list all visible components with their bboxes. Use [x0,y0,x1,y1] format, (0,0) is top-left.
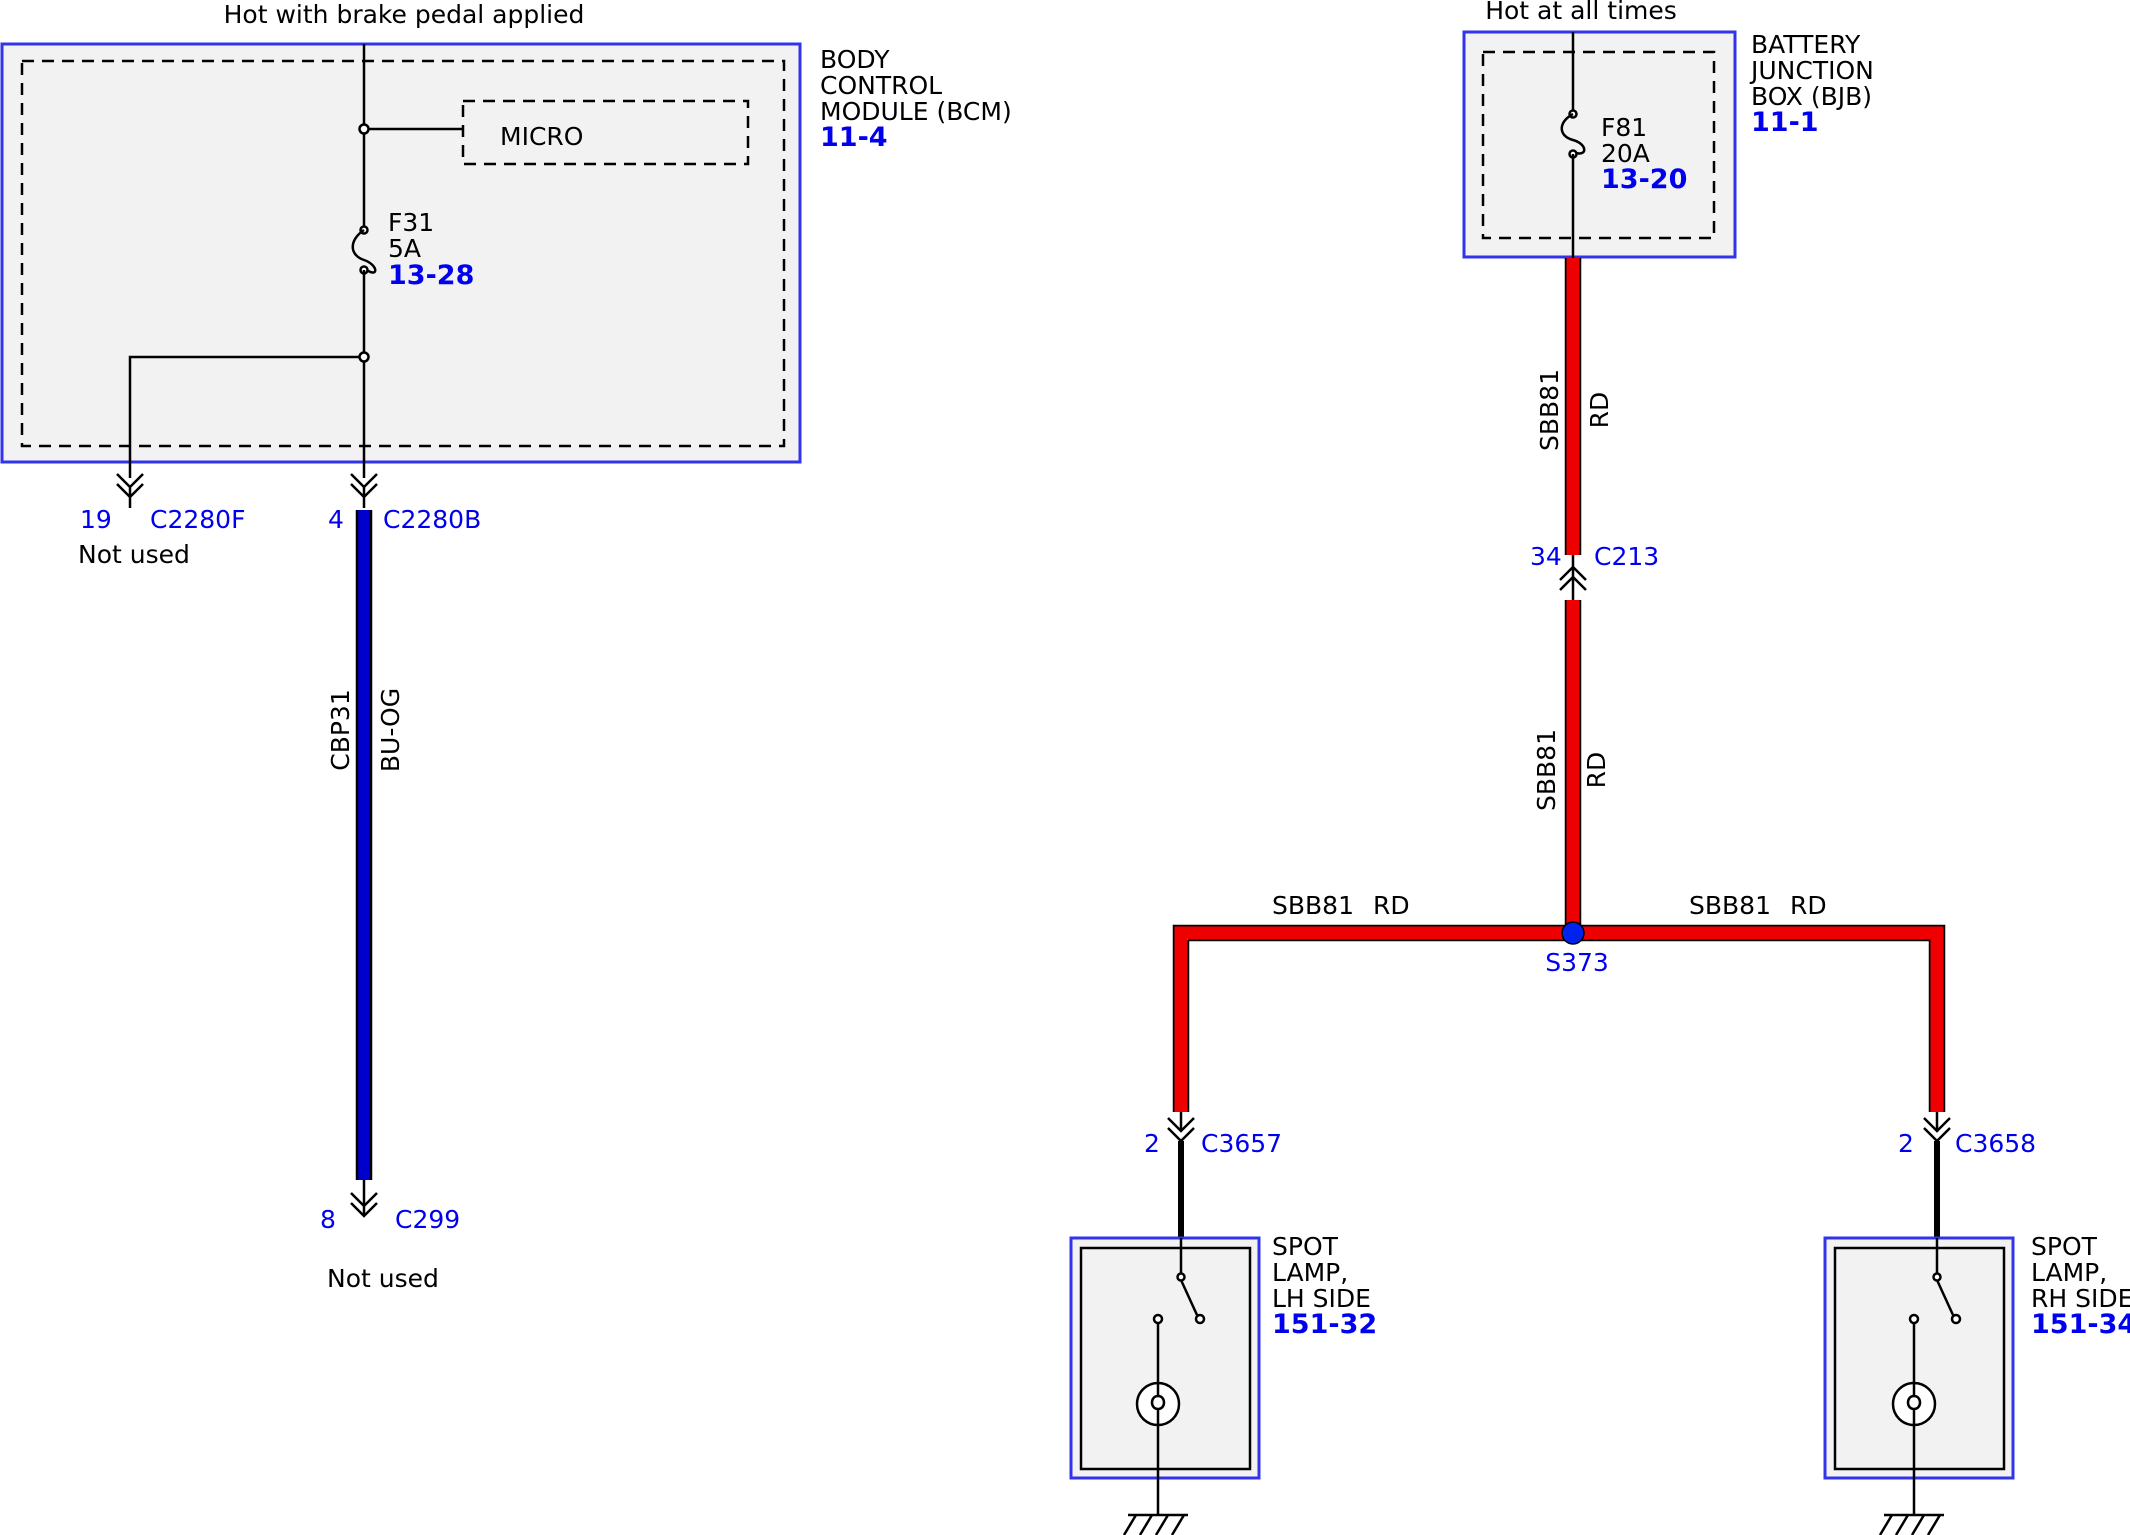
c299-connector[interactable]: C299 [395,1205,460,1234]
lamp-lh-name-line2: LAMP, [1272,1258,1348,1287]
splice-icon[interactable] [1561,921,1585,945]
sbb81-circuit-label: SBB81 [1535,369,1564,451]
f31-fuse-ref-link[interactable]: 13-28 [388,260,474,291]
sbb81-circuit-label: SBB81 [1689,891,1771,920]
bjb-inner-boundary [1481,50,1716,240]
c3657-pin: 2 [1144,1129,1160,1158]
c2280f-pin: 19 [80,505,112,534]
bcm-name-line1: BODY [820,45,890,74]
bcm-inner-boundary [20,59,786,448]
s373-splice-label: S373 [1545,948,1609,977]
sbb81-color-label: RD [1373,891,1410,920]
lamp-lh-name-line3: LH SIDE [1272,1284,1371,1313]
f81-fuse-ref-link[interactable]: 13-20 [1601,164,1687,195]
sbb81-wire[interactable]: 34 C213 SBB81 RD SBB81 RD SBB81 RD SBB81… [1172,258,1946,1112]
lamp-rh-inner-boundary [1833,1246,2006,1471]
lamp-lh: 2 C3657 SPOT LAMP, LH SIDE 151-32 [1069,1112,1377,1535]
sbb81-middle-outline [1564,600,1582,926]
c213-pin: 34 [1530,542,1562,571]
bcm-name-line3: MODULE (BCM) [820,97,1012,126]
cbp31-wire-outline [355,510,373,1180]
cbp31-circuit-label: CBP31 [326,689,355,771]
bcm-module: Hot with brake pedal applied MICRO BODY … [0,0,1012,569]
lamp-lh-inner-boundary [1079,1246,1252,1471]
bjb-module: Hot at all times BATTERY JUNCTION BOX (B… [1462,0,1874,259]
connector-icon [1167,1112,1195,1143]
c3658-pin: 2 [1898,1129,1914,1158]
f31-fuse-name: F31 [388,208,434,237]
cbp31-wire[interactable]: CBP31 BU-OG 8 C299 Not used [320,510,460,1293]
f81-fuse-name: F81 [1601,113,1647,142]
lamp-lh-name-line1: SPOT [1272,1232,1339,1261]
lamp-lh-ref-link[interactable]: 151-32 [1272,1309,1377,1340]
switch-icon[interactable] [1908,1238,1962,1383]
bcm-box[interactable] [0,42,802,464]
c299-pin: 8 [320,1205,336,1234]
cbp31-color-label: BU-OG [376,688,405,772]
bjb-name-line2: JUNCTION [1749,56,1874,85]
sbb81-color-label: RD [1585,392,1614,429]
lamp-rh-name-line1: SPOT [2031,1232,2098,1261]
lamp-rh-ref-link[interactable]: 151-34 [2031,1309,2130,1340]
bjb-supply-label: Hot at all times [1485,0,1677,25]
bcm-supply-label: Hot with brake pedal applied [224,0,585,29]
micro-junction-node [358,123,370,135]
sbb81-circuit-label: SBB81 [1272,891,1354,920]
sbb81-branch-outline [1172,924,1946,1112]
sbb81-branch-fill [1174,926,1944,1112]
sbb81-circuit-label: SBB81 [1532,729,1561,811]
connector-icon [350,473,378,508]
sbb81-upper-outline [1564,258,1582,555]
c2280f-connector[interactable]: C2280F [150,505,245,534]
bjb-ref-link[interactable]: 11-1 [1751,107,1819,138]
lamp-lh-box[interactable] [1069,1236,1261,1480]
connector-icon [350,1180,378,1218]
c213-connector[interactable]: C213 [1594,542,1659,571]
c2280b-pin: 4 [328,505,344,534]
lamp-rh-name-line2: LAMP, [2031,1258,2107,1287]
bjb-box[interactable] [1462,30,1737,259]
connector-icon [1923,1112,1951,1143]
f31-fuse-rating: 5A [388,234,421,263]
f81-fuse-rating: 20A [1601,139,1650,168]
micro-label: MICRO [500,122,583,151]
bulb-icon [1135,1381,1181,1427]
c3658-connector[interactable]: C3658 [1955,1129,2036,1158]
sbb81-color-label: RD [1582,752,1611,789]
bulb-icon [1891,1381,1937,1427]
bcm-ref-link[interactable]: 11-4 [820,122,888,153]
c2280f-notused-label: Not used [78,540,190,569]
ground-icon [1122,1513,1188,1535]
bjb-name-line1: BATTERY [1751,30,1861,59]
ground-icon [1878,1513,1944,1535]
bcm-name-line2: CONTROL [820,71,942,100]
sbb81-color-label: RD [1790,891,1827,920]
bcm-notused-wire [128,355,364,478]
c299-notused-label: Not used [327,1264,439,1293]
connector-icon [116,473,144,508]
connector-icon [1559,555,1587,600]
output-junction-node [358,351,370,363]
micro-box [461,99,750,166]
bjb-name-line3: BOX (BJB) [1751,82,1872,111]
c2280b-connector[interactable]: C2280B [383,505,481,534]
c3657-connector[interactable]: C3657 [1201,1129,1282,1158]
lamp-rh-name-line3: RH SIDE [2031,1284,2130,1313]
lamp-rh-box[interactable] [1823,1236,2015,1480]
lamp-rh: 2 C3658 SPOT LAMP, RH SIDE 151-34 [1823,1112,2130,1535]
switch-icon[interactable] [1152,1238,1206,1383]
